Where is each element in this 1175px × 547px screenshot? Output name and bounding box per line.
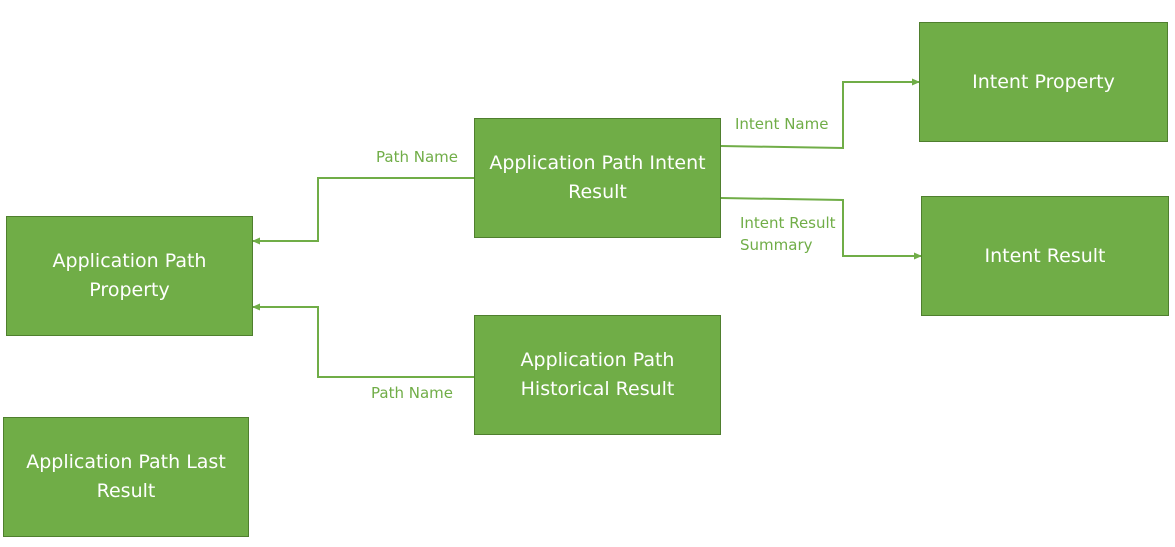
- node-application-path-last-result[interactable]: Application Path Last Result: [3, 417, 249, 537]
- connector-intent-result-to-path-property: [252, 177, 474, 245]
- node-label: Application Path Intent Result: [489, 152, 706, 203]
- connector-historical-to-path-property: [252, 303, 474, 378]
- node-intent-property[interactable]: Intent Property: [919, 22, 1168, 142]
- connector-intent-result-to-intent-result: [720, 197, 922, 260]
- node-label: Application Path Last Result: [26, 451, 226, 502]
- edge-label-path-name: Path Name: [376, 148, 458, 166]
- node-label: Intent Property: [972, 70, 1115, 93]
- node-application-path-historical-result[interactable]: Application Path Historical Result: [474, 315, 721, 435]
- edge-label-intent-result-summary: Intent Result Summary: [740, 214, 836, 254]
- edge-label-intent-name: Intent Name: [735, 115, 829, 133]
- node-label: Application Path Property: [52, 250, 207, 301]
- node-label: Application Path Historical Result: [520, 349, 675, 400]
- connector-intent-result-to-intent-property: [720, 78, 920, 150]
- node-intent-result[interactable]: Intent Result: [921, 196, 1169, 316]
- node-application-path-intent-result[interactable]: Application Path Intent Result: [474, 118, 721, 238]
- node-label: Intent Result: [984, 244, 1106, 267]
- edge-label-path-name: Path Name: [371, 384, 453, 402]
- node-application-path-property[interactable]: Application Path Property: [6, 216, 253, 336]
